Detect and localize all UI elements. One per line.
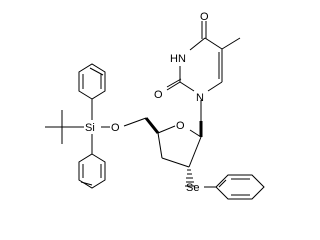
atom-label-carbonyl-o-top: O	[200, 11, 209, 23]
atom-label-carbonyl-o-left: O	[154, 89, 163, 101]
atom-label-ring-n1: N	[196, 92, 204, 104]
atom-label-selenium: Se	[186, 182, 199, 194]
hashed-wedge-bond	[185, 169, 195, 187]
bond-layer	[45, 21, 265, 200]
atom-label-silyl-ether-o: O	[111, 122, 120, 134]
molecule-structure: O H N O N O O Si Se	[45, 11, 265, 200]
atom-label-silicon: Si	[85, 122, 95, 134]
atom-label-ring-n3-h: H	[170, 53, 178, 65]
atom-label-ring-n3: N	[178, 53, 186, 65]
atom-labels: O H N O N O O Si Se	[85, 11, 209, 194]
atom-label-furanose-o: O	[176, 120, 185, 132]
